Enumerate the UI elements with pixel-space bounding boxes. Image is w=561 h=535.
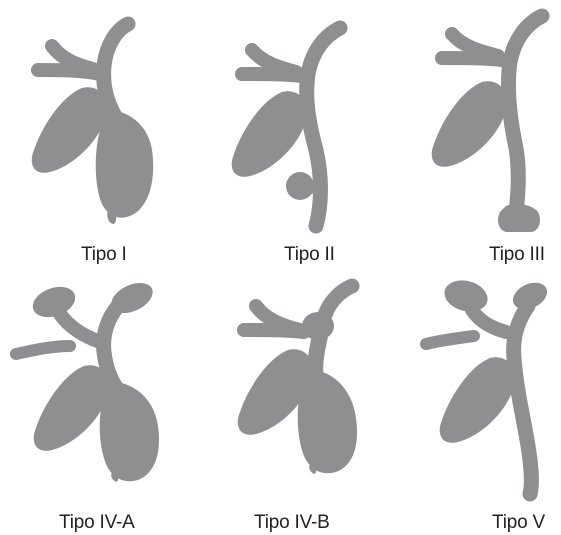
panel-tipo-3: Tipo III bbox=[380, 0, 561, 270]
tipo-4b-illustration bbox=[190, 270, 380, 535]
panel-tipo-1: Tipo I bbox=[0, 0, 190, 270]
panel-label: Tipo IV-A bbox=[59, 512, 135, 534]
tipo-1-illustration bbox=[0, 0, 190, 270]
panel-tipo-4a: Tipo IV-A bbox=[0, 270, 190, 535]
tipo-3-illustration bbox=[380, 0, 561, 270]
panel-label: Tipo IV-B bbox=[254, 512, 330, 534]
tipo-4a-illustration bbox=[0, 270, 190, 535]
panel-label: Tipo III bbox=[489, 244, 545, 266]
tipo-5-illustration bbox=[380, 270, 561, 535]
panel-label: Tipo I bbox=[81, 244, 127, 266]
panel-tipo-2: Tipo II bbox=[190, 0, 380, 270]
panel-tipo-5: Tipo V bbox=[380, 270, 561, 535]
tipo-2-illustration bbox=[190, 0, 380, 270]
panel-label: Tipo II bbox=[284, 244, 335, 266]
panel-tipo-4b: Tipo IV-B bbox=[190, 270, 380, 535]
panel-label: Tipo V bbox=[492, 512, 545, 534]
